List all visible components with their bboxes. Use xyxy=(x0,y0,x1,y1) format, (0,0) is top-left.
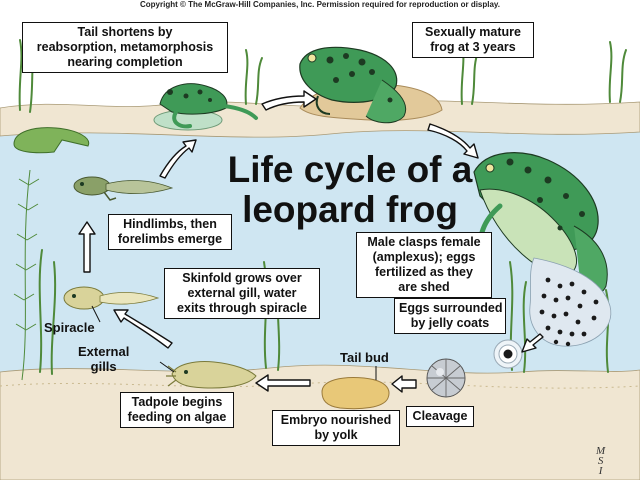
label-line: gills xyxy=(90,359,117,374)
caption-line: Male clasps female xyxy=(367,235,481,249)
cleavage-cells xyxy=(426,358,466,398)
caption-line: fertilized as they xyxy=(375,265,473,279)
egg-mass xyxy=(529,257,612,347)
caption-line: feeding on algae xyxy=(127,410,227,424)
caption-line: external gill, water xyxy=(187,286,297,300)
caption-line: Eggs surrounded xyxy=(399,301,503,315)
caption-line: Tail shortens by xyxy=(77,25,173,39)
title-line-2: leopard frog xyxy=(242,189,458,230)
diagram-title: Life cycle of a leopard frog xyxy=(200,150,500,230)
tadpole-spiracle xyxy=(63,286,160,310)
caption-line: (amplexus); eggs xyxy=(372,250,476,264)
cycle-arrows xyxy=(78,90,544,393)
caption-line: exits through spiracle xyxy=(177,301,307,315)
signature-letter: I xyxy=(598,465,603,477)
caption-line: are shed xyxy=(398,280,450,294)
caption-line: forelimbs emerge xyxy=(117,232,223,246)
caption-embryo: Embryo nourished by yolk xyxy=(272,410,400,446)
arrow-tadpole-to-spiracle-stage xyxy=(113,309,173,349)
tadpole-external-gills xyxy=(166,361,257,389)
caption-tail-shortens: Tail shortens by reabsorption, metamorph… xyxy=(22,22,228,73)
caption-line: by yolk xyxy=(314,428,358,442)
caption-line: Hindlimbs, then xyxy=(123,217,217,231)
caption-line: Embryo nourished xyxy=(280,413,392,427)
leader-lines xyxy=(91,305,377,380)
signature-letter: M xyxy=(596,445,606,457)
tadpole-hindlimbs xyxy=(73,176,174,201)
lily-pad xyxy=(13,127,90,154)
label-line: External xyxy=(78,344,130,359)
label-tail-bud: Tail bud xyxy=(340,350,389,365)
froglet xyxy=(159,83,258,129)
caption-line: frog at 3 years xyxy=(430,40,516,54)
arrow-hindlimb-to-froglet xyxy=(159,139,197,179)
artist-signature: M S I xyxy=(596,445,606,477)
caption-line: Skinfold grows over xyxy=(182,271,302,285)
caption-line: by jelly coats xyxy=(410,316,490,330)
caption-sexually-mature: Sexually mature frog at 3 years xyxy=(412,22,534,58)
spiracle-leader xyxy=(91,305,101,323)
arrow-froglet-to-adult xyxy=(261,90,317,111)
copyright-notice: Copyright © The McGraw-Hill Companies, I… xyxy=(139,0,501,9)
jelly-coated-egg xyxy=(493,339,523,369)
label-spiracle: Spiracle xyxy=(44,320,95,335)
caption-cleavage: Cleavage xyxy=(406,406,474,427)
arrow-embryo-to-tadpole xyxy=(255,374,311,392)
caption-line: Tadpole begins xyxy=(131,395,223,409)
feathery-plant xyxy=(13,169,40,381)
caption-tadpole-feeding: Tadpole begins feeding on algae xyxy=(120,392,234,428)
label-external-gills: External gills xyxy=(78,344,129,374)
title-line-1: Life cycle of a xyxy=(227,149,473,190)
caption-line: Sexually mature xyxy=(425,25,521,39)
embryo xyxy=(321,377,390,410)
adult-frog xyxy=(299,46,407,124)
caption-hindlimbs: Hindlimbs, then forelimbs emerge xyxy=(108,214,232,250)
signature-letter: S xyxy=(597,455,604,467)
caption-skinfold: Skinfold grows over external gill, water… xyxy=(164,268,320,319)
gills-leader xyxy=(159,361,175,373)
arrow-spiracle-to-hindlimb xyxy=(78,221,96,273)
caption-line: nearing completion xyxy=(67,55,183,69)
caption-line: Cleavage xyxy=(412,409,468,423)
caption-male-clasps: Male clasps female (amplexus); eggs fert… xyxy=(356,232,492,298)
caption-line: reabsorption, metamorphosis xyxy=(36,40,214,54)
arrow-eggs-to-single-egg xyxy=(521,333,544,353)
caption-eggs-surrounded: Eggs surrounded by jelly coats xyxy=(394,298,506,334)
arrow-cleavage-to-embryo xyxy=(391,375,417,393)
arrow-adult-to-amplexus xyxy=(427,123,479,159)
